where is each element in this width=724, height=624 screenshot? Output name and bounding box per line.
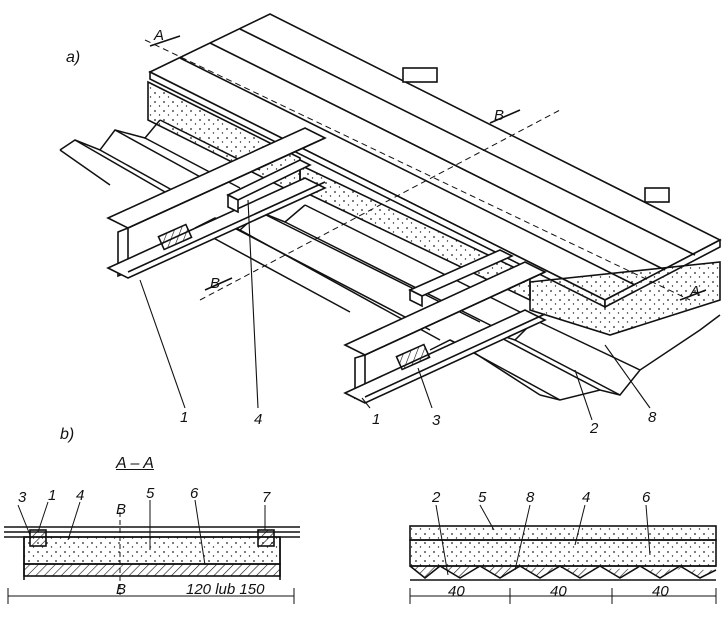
section-title-aa: A – A bbox=[116, 455, 154, 472]
timber-block-left bbox=[157, 223, 193, 251]
bb-callout-5: 5 bbox=[478, 489, 487, 506]
bb-callout-8: 8 bbox=[526, 489, 535, 506]
purlin-lower bbox=[408, 249, 514, 308]
beam-end-top bbox=[402, 67, 438, 83]
panel-b-label: b) bbox=[60, 426, 75, 443]
bb-dimension-1: 40 bbox=[448, 583, 465, 600]
section-mark-a-right: A bbox=[690, 283, 701, 300]
section-mark-b-right: B bbox=[494, 107, 505, 124]
aa-cut-mark-top: B bbox=[116, 501, 127, 518]
insulation-slab-lower bbox=[529, 261, 721, 336]
section-aa-drawing bbox=[4, 499, 300, 604]
steel-beam-right bbox=[343, 261, 547, 404]
callout-8: 8 bbox=[648, 409, 657, 426]
bb-callout-6: 6 bbox=[642, 489, 651, 506]
section-bb-drawing bbox=[409, 504, 717, 604]
bb-dimension-3: 40 bbox=[652, 583, 669, 600]
callout-4: 4 bbox=[254, 411, 263, 428]
callout-3: 3 bbox=[432, 412, 441, 429]
panel-a-label: a) bbox=[66, 49, 81, 66]
callout-2: 2 bbox=[590, 420, 599, 437]
aa-callout-5: 5 bbox=[146, 485, 155, 502]
aa-callout-6: 6 bbox=[190, 485, 199, 502]
callout-1-right: 1 bbox=[372, 411, 381, 428]
isometric-view bbox=[59, 13, 722, 421]
section-mark-b-left: B bbox=[210, 275, 221, 292]
purlin-upper bbox=[226, 159, 312, 214]
timber-block-right bbox=[395, 343, 431, 371]
section-lines bbox=[144, 39, 691, 301]
aa-callout-7: 7 bbox=[262, 489, 271, 506]
callout-1-left: 1 bbox=[180, 409, 189, 426]
bb-callout-2: 2 bbox=[432, 489, 441, 506]
leader-lines bbox=[139, 199, 651, 421]
beam-end-right bbox=[644, 187, 670, 203]
aa-callout-1: 1 bbox=[48, 487, 57, 504]
aa-cut-mark-bottom: B bbox=[116, 581, 127, 598]
aa-callout-3: 3 bbox=[18, 489, 27, 506]
trapezoidal-sheet-right bbox=[429, 314, 721, 401]
aa-callout-4: 4 bbox=[76, 487, 85, 504]
bb-callout-4: 4 bbox=[582, 489, 591, 506]
steel-beam-left bbox=[106, 127, 327, 279]
aa-dimension-label: 120 lub 150 bbox=[186, 581, 265, 598]
bb-dimension-2: 40 bbox=[550, 583, 567, 600]
section-mark-a-top: A bbox=[154, 27, 165, 44]
